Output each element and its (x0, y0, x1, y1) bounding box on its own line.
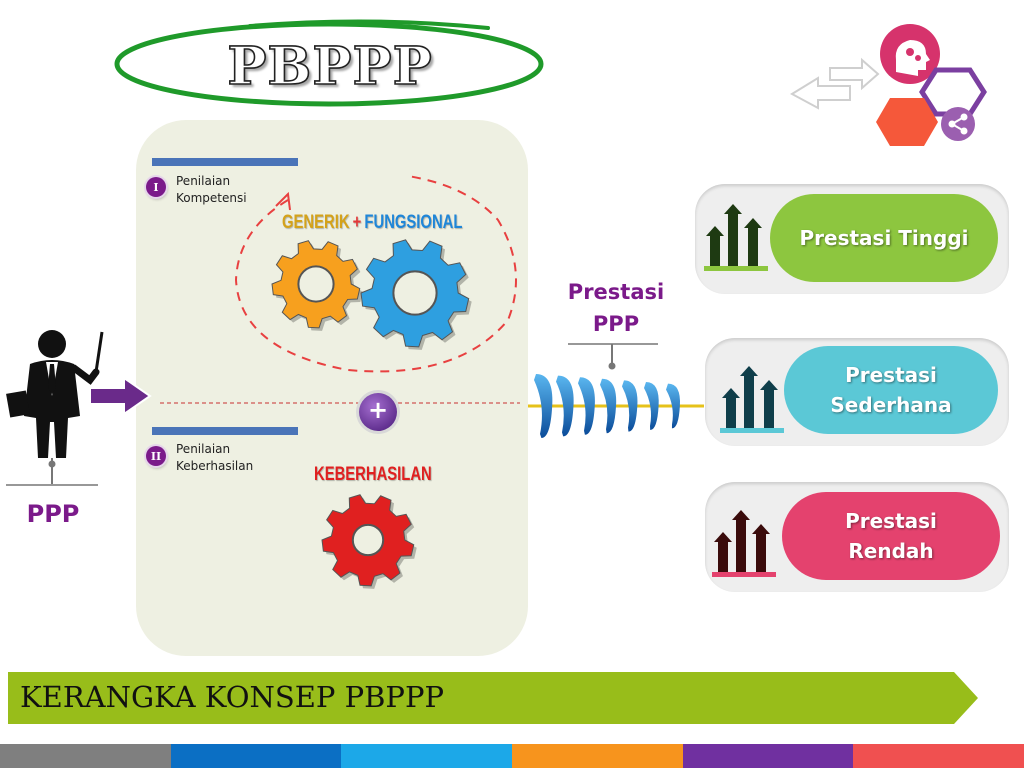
result-rendah-line2: Rendah (848, 539, 934, 563)
prestasi-ppp-line1: Prestasi (567, 280, 665, 304)
strip-segment (512, 744, 683, 768)
divider-line (160, 402, 520, 404)
prestasi-ppp-label: Prestasi PPP (556, 276, 676, 340)
footer-banner-title: KERANGKA KONSEP PBPPP (20, 680, 444, 714)
hexagon-filled-icon (876, 98, 938, 146)
competency-heading: GENERIK + FUNGSIONAL (282, 212, 482, 238)
section-one-badge: I (146, 177, 166, 197)
result-pill-tinggi: Prestasi Tinggi (770, 194, 998, 282)
color-strip (0, 744, 1024, 768)
bars-up-icon-rendah (712, 510, 776, 577)
section-two-label-line2: Keberhasilan (176, 459, 254, 473)
page-title: PBPPP (227, 35, 433, 98)
gear-keberhasilan-icon (321, 494, 417, 589)
generik-label: GENERIK (282, 212, 350, 233)
strip-segment (341, 744, 513, 768)
exchange-arrows-icon (789, 57, 880, 110)
result-rendah-line1: Prestasi (845, 509, 937, 533)
hexagon-outline-icon (919, 67, 987, 117)
prestasi-pointer-line (568, 343, 658, 370)
result-sederhana-line1: Prestasi (845, 363, 937, 387)
section-one-bar (152, 158, 298, 166)
plus-label: + (352, 212, 362, 233)
section-one-label-line1: Penilaian (176, 174, 231, 188)
combine-plus-label: + (367, 396, 389, 424)
strip-segment (0, 744, 171, 768)
gear-fungsional-icon (360, 239, 472, 350)
ppp-pointer-line (6, 458, 98, 486)
arrow-right-icon (89, 376, 152, 416)
footer-banner (8, 672, 978, 724)
gear-generik-icon (271, 240, 363, 331)
section-one-label: Penilaian Kompetensi (176, 173, 296, 207)
strip-segment (682, 744, 854, 768)
section-two-label: Penilaian Keberhasilan (176, 441, 296, 475)
bars-up-icon-tinggi (704, 204, 768, 271)
fungsional-label: FUNGSIONAL (364, 212, 463, 233)
result-sederhana-line2: Sederhana (830, 393, 952, 417)
strip-segment (853, 744, 1024, 768)
section-two-badge: II (146, 446, 166, 466)
section-one-label-line2: Kompetensi (176, 191, 247, 205)
spiral-spring-icon (528, 374, 704, 438)
cycle-arrow (234, 175, 517, 373)
prestasi-ppp-line2: PPP (592, 312, 640, 336)
section-two-bar (152, 427, 298, 435)
section-two-label-line1: Penilaian (176, 442, 231, 456)
title-oval (114, 19, 544, 107)
businessman-pointer-icon (6, 330, 104, 458)
result-pill-rendah: Prestasi Rendah (782, 492, 1000, 580)
bars-up-icon-sederhana (720, 366, 784, 433)
assessment-panel (136, 120, 528, 656)
keberhasilan-label: KEBERHASILAN (314, 464, 432, 485)
result-pill-sederhana: Prestasi Sederhana (784, 346, 998, 434)
share-icon (941, 107, 975, 141)
decorative-icons (789, 24, 987, 146)
strip-segment (170, 744, 342, 768)
ppp-label: PPP (26, 500, 80, 528)
result-tinggi-line1: Prestasi Tinggi (799, 226, 969, 250)
combine-plus-icon (356, 390, 400, 434)
